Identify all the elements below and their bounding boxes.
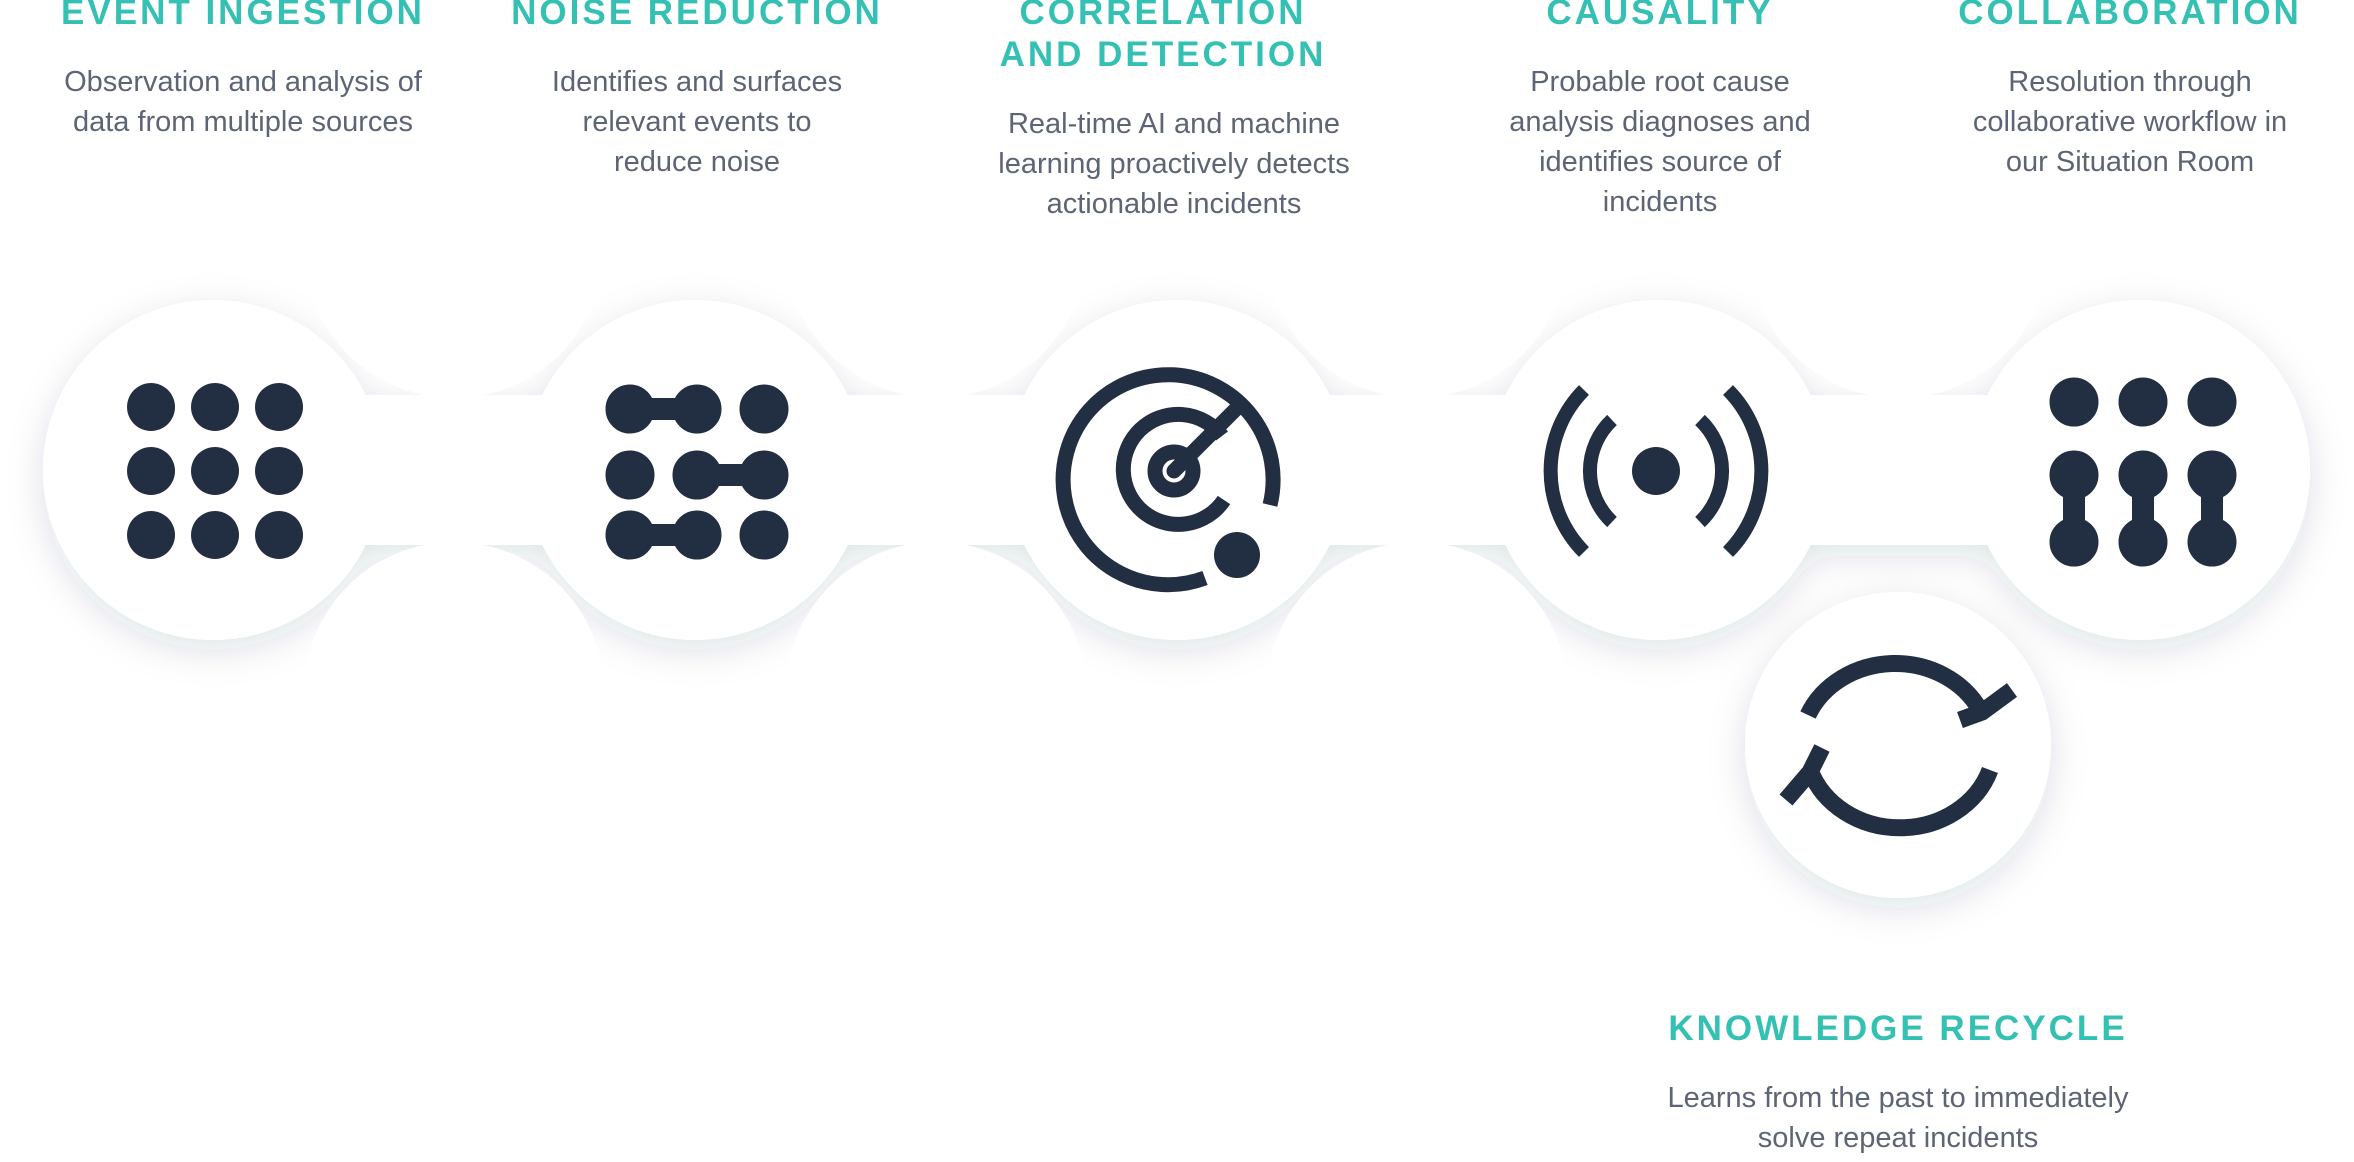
step-description: Real-time AI and machine learning proact… [998, 108, 1350, 220]
step-title: EVENT INGESTION [61, 0, 425, 32]
step-description: Observation and analysis of data from mu… [64, 66, 422, 138]
step-causality: CAUSALITY Probable root cause analysis d… [1460, 0, 1860, 222]
step-description: Resolution through collaborative workflo… [1972, 66, 2288, 178]
step-title: COLLABORATION [1958, 0, 2302, 32]
merged-dots-icon [605, 384, 789, 560]
recycle-arrows-icon [1779, 655, 2018, 837]
step-description: Probable root cause analysis diagnoses a… [1509, 66, 1811, 218]
step-title: CAUSALITY [1546, 0, 1774, 32]
radar-icon [1055, 367, 1281, 593]
grid-dots-icon [127, 383, 303, 559]
broadcast-icon [1543, 385, 1769, 557]
step-collaboration: COLLABORATION Resolution through collabo… [1930, 0, 2330, 182]
step-correlation-detection: CORRELATION AND DETECTION Real-time AI a… [963, 0, 1363, 224]
step-description: Identifies and surfaces relevant events … [551, 66, 843, 178]
linked-dots-icon [2049, 377, 2237, 567]
step-title: NOISE REDUCTION [511, 0, 883, 32]
step-title: CORRELATION AND DETECTION [999, 0, 1327, 74]
step-description: Learns from the past to immediately solv… [1667, 1082, 2129, 1154]
step-event-ingestion: EVENT INGESTION Observation and analysis… [33, 0, 453, 142]
step-knowledge-recycle: KNOWLEDGE RECYCLE Learns from the past t… [1598, 1008, 2198, 1158]
step-title: KNOWLEDGE RECYCLE [1668, 1009, 2128, 1048]
step-noise-reduction: NOISE REDUCTION Identifies and surfaces … [497, 0, 897, 182]
